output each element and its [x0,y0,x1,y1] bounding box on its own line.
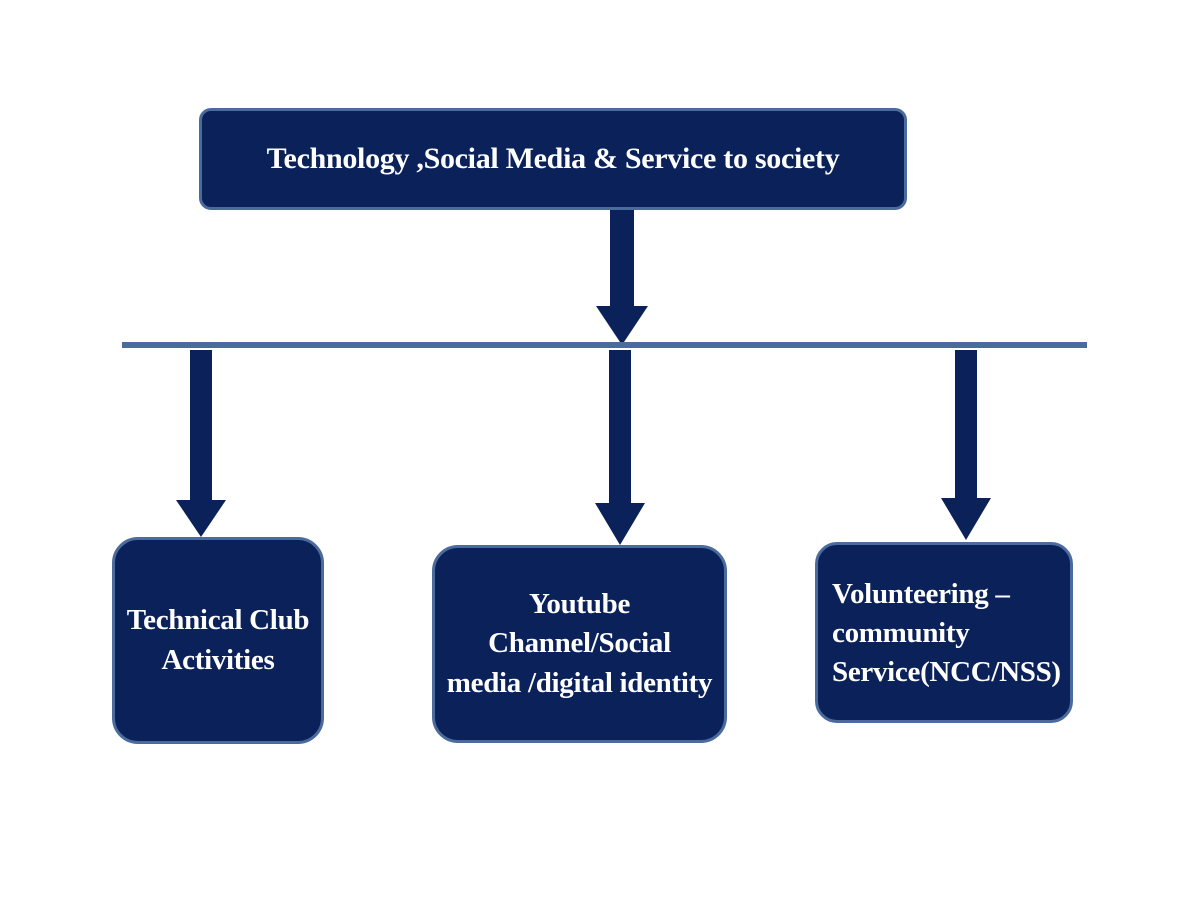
branch-arrow-3 [941,350,991,540]
branch-arrow-1-shaft [190,350,212,500]
branch-arrow-3-shaft [955,350,977,498]
root-node-label: Technology ,Social Media & Service to so… [266,141,840,175]
root-down-arrow [596,210,648,345]
branch-arrow-3-head [941,498,991,540]
branch-arrow-2 [595,350,645,545]
child-node-youtube-channel: Youtube Channel/Social media /digital id… [432,545,727,743]
horizontal-bus-line [122,342,1087,348]
root-node: Technology ,Social Media & Service to so… [199,108,907,210]
branch-arrow-1 [176,350,226,537]
branch-arrow-1-head [176,500,226,537]
child-node-technical-club: Technical Club Activities [112,537,324,744]
branch-arrow-2-shaft [609,350,631,503]
child-node-label: Volunteering – community Service(NCC/NSS… [832,577,1061,689]
child-node-label: Youtube Channel/Social media /digital id… [446,588,713,699]
branch-arrow-2-head [595,503,645,545]
child-node-label: Technical Club Activities [126,604,310,676]
root-arrow-head [596,306,648,345]
root-arrow-shaft [610,210,634,306]
child-node-volunteering: Volunteering – community Service(NCC/NSS… [815,542,1073,723]
